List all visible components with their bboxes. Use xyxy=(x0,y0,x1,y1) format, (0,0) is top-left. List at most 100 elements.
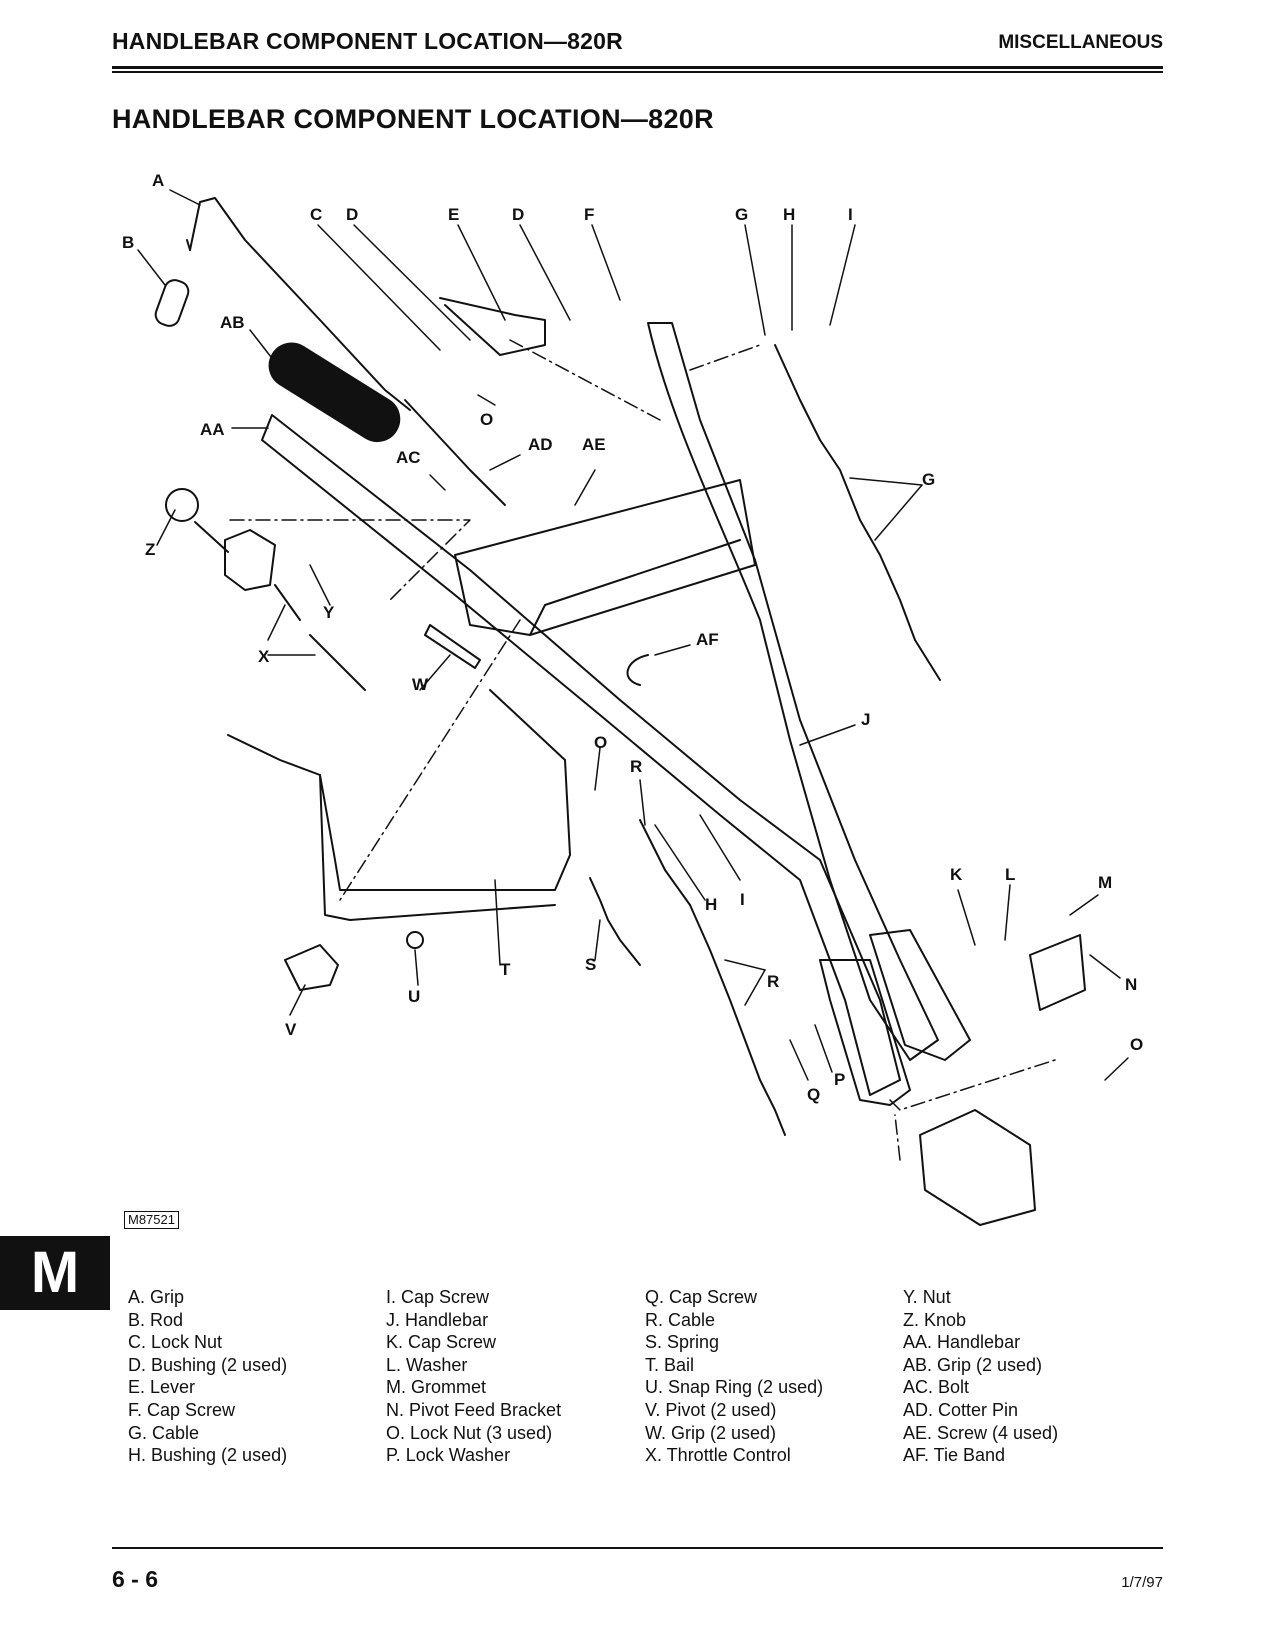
legend-item: U. Snap Ring (2 used) xyxy=(645,1377,824,1398)
cable-g xyxy=(774,344,941,681)
legend-item: P. Lock Washer xyxy=(386,1445,511,1466)
legend-item: AE. Screw (4 used) xyxy=(903,1422,1059,1443)
legend-item: K. Cap Screw xyxy=(386,1332,497,1353)
tie-band-af xyxy=(626,654,649,686)
legend-item: C. Lock Nut xyxy=(128,1332,223,1353)
callout-s: S xyxy=(585,955,596,974)
legend-item: AC. Bolt xyxy=(903,1377,970,1398)
header-rule xyxy=(112,66,1163,69)
section-tab: M xyxy=(0,1236,110,1310)
upper-handlebar xyxy=(261,414,901,1096)
legend-item: F. Cap Screw xyxy=(128,1399,236,1420)
legend-item: O. Lock Nut (3 used) xyxy=(386,1422,553,1443)
callout-i: I xyxy=(740,890,745,909)
legend-item: G. Cable xyxy=(128,1422,200,1443)
legend-item: AF. Tie Band xyxy=(903,1445,1006,1466)
callout-g: G xyxy=(735,205,748,224)
callout-v: V xyxy=(285,1020,297,1039)
callout-ae: AE xyxy=(582,435,606,454)
callout-ac: AC xyxy=(396,448,421,467)
grip-ab xyxy=(268,342,401,443)
callout-k: K xyxy=(950,865,963,884)
legend-item: A. Grip xyxy=(128,1287,185,1307)
legend-item: L. Washer xyxy=(386,1354,468,1375)
knob-z xyxy=(165,488,199,522)
callout-h: H xyxy=(705,895,717,914)
footer-rule xyxy=(112,1547,1163,1549)
spring-s xyxy=(589,877,641,966)
cable-r xyxy=(639,819,786,1136)
callout-e: E xyxy=(448,205,459,224)
legend-item: AA. Handlebar xyxy=(903,1332,1021,1353)
callout-t: T xyxy=(500,960,511,979)
pivot-v xyxy=(284,944,339,991)
handlebar-tube xyxy=(647,322,939,1061)
page-title: HANDLEBAR COMPONENT LOCATION—820R xyxy=(112,104,714,134)
callout-ab: AB xyxy=(220,313,245,332)
legend-item: Q. Cap Screw xyxy=(645,1287,758,1307)
callout-o: O xyxy=(1130,1035,1143,1054)
legend-item: B. Rod xyxy=(128,1309,184,1330)
pivot-feed-bracket xyxy=(1029,934,1086,1011)
mount-plate-left xyxy=(819,959,911,1106)
lower-bracket xyxy=(919,1109,1036,1226)
callout-c: C xyxy=(310,205,322,224)
callout-n: N xyxy=(1125,975,1137,994)
callout-z: Z xyxy=(145,540,155,559)
lever-e xyxy=(439,297,546,356)
grip-w xyxy=(424,624,481,669)
callout-j: J xyxy=(861,710,870,729)
header-section: MISCELLANEOUS xyxy=(998,32,1163,53)
callout-g: G xyxy=(922,470,935,489)
callout-o: O xyxy=(480,410,493,429)
callout-d: D xyxy=(346,205,358,224)
legend-item: M. Grommet xyxy=(386,1377,487,1398)
callout-p: P xyxy=(834,1070,845,1089)
callout-f: F xyxy=(584,205,594,224)
mount-plate-right xyxy=(869,929,971,1061)
callout-h: H xyxy=(783,205,795,224)
bail-t xyxy=(227,689,571,891)
callout-l: L xyxy=(1005,865,1015,884)
legend-item: E. Lever xyxy=(128,1377,196,1398)
legend-item: S. Spring xyxy=(645,1332,720,1353)
callout-af: AF xyxy=(696,630,719,649)
revision-date: 1/7/97 xyxy=(1121,1574,1163,1591)
callout-w: W xyxy=(412,675,429,694)
callout-y: Y xyxy=(323,603,335,622)
legend-item: W. Grip (2 used) xyxy=(645,1422,777,1443)
legend-item: AD. Cotter Pin xyxy=(903,1399,1019,1420)
legend-item: Z. Knob xyxy=(903,1309,967,1330)
callout-r: R xyxy=(630,757,642,776)
legend-item: V. Pivot (2 used) xyxy=(645,1399,777,1420)
legend-item: X. Throttle Control xyxy=(645,1445,791,1466)
legend-item: N. Pivot Feed Bracket xyxy=(386,1399,562,1420)
exploded-parts-diagram: ABABAACDEDFOADAEACGHIGZYXWAFJORHISTUVRKL… xyxy=(122,171,1143,1226)
page-number: 6 - 6 xyxy=(112,1566,159,1592)
callout-d: D xyxy=(512,205,524,224)
legend-item: J. Handlebar xyxy=(386,1309,489,1330)
callout-a: A xyxy=(152,171,164,190)
callout-i: I xyxy=(848,205,853,224)
callout-aa: AA xyxy=(200,420,225,439)
legend-item: H. Bushing (2 used) xyxy=(128,1445,288,1466)
callout-b: B xyxy=(122,233,134,252)
callout-o: O xyxy=(594,733,607,752)
legend-item: R. Cable xyxy=(645,1309,716,1330)
callout-m: M xyxy=(1098,873,1112,892)
legend-item: Y. Nut xyxy=(903,1287,951,1307)
cross-brace xyxy=(454,479,756,636)
legend-item: D. Bushing (2 used) xyxy=(128,1354,288,1375)
figure-id: M87521 xyxy=(124,1211,179,1229)
callout-q: Q xyxy=(807,1085,820,1104)
rod-b xyxy=(189,197,411,411)
snap-ring-u xyxy=(406,931,424,949)
callout-x: X xyxy=(258,647,270,666)
header-title: HANDLEBAR COMPONENT LOCATION—820R xyxy=(112,28,623,54)
header-rule-thin xyxy=(112,71,1163,73)
